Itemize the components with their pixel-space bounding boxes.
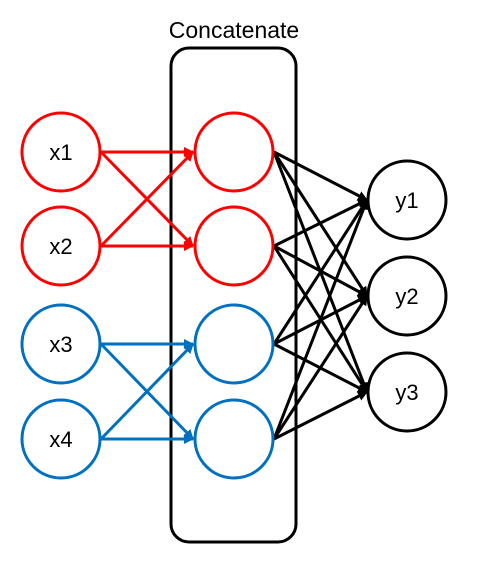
- hidden-node-1: [193, 111, 275, 193]
- hidden-node-4: [193, 398, 275, 480]
- output-node-circle: [366, 255, 448, 337]
- output-node-circle: [366, 351, 448, 433]
- edge-h3-y1: [272, 199, 369, 345]
- input-node-x2: x2: [20, 205, 102, 287]
- input-node-circle: [20, 398, 102, 480]
- output-node-label: y2: [395, 284, 418, 309]
- input-node-label: x3: [49, 332, 72, 357]
- concatenate-title: Concatenate: [169, 17, 299, 43]
- edge-layer: [99, 147, 369, 444]
- edge-x2-h1: [99, 150, 195, 248]
- input-node-circle: [20, 205, 102, 287]
- output-node-y1: y1: [366, 159, 448, 241]
- input-node-label: x1: [49, 140, 72, 165]
- output-node-y3: y3: [366, 351, 448, 433]
- hidden-node-3: [193, 303, 275, 385]
- edge-h2-y1: [273, 198, 368, 248]
- output-node-circle: [366, 159, 448, 241]
- input-node-x3: x3: [20, 303, 102, 385]
- input-node-circle: [20, 303, 102, 385]
- input-node-x1: x1: [20, 111, 102, 193]
- edge-h1-y1: [273, 150, 368, 202]
- output-node-label: y1: [395, 188, 418, 213]
- edge-x4-h3: [99, 342, 195, 441]
- input-node-circle: [20, 111, 102, 193]
- edge-h4-y3: [273, 390, 368, 441]
- edge-h4-y2: [272, 295, 369, 440]
- concatenate-box: [169, 46, 298, 544]
- input-node-x4: x4: [20, 398, 102, 480]
- input-node-label: x2: [49, 234, 72, 259]
- hidden-node-2: [193, 205, 275, 287]
- output-node-y2: y2: [366, 255, 448, 337]
- input-node-label: x4: [49, 427, 72, 452]
- output-node-label: y3: [395, 380, 418, 405]
- edge-h4-y1: [272, 199, 369, 440]
- node-layer: x1 x2 x3 x4 y1 y2 y3: [20, 111, 448, 480]
